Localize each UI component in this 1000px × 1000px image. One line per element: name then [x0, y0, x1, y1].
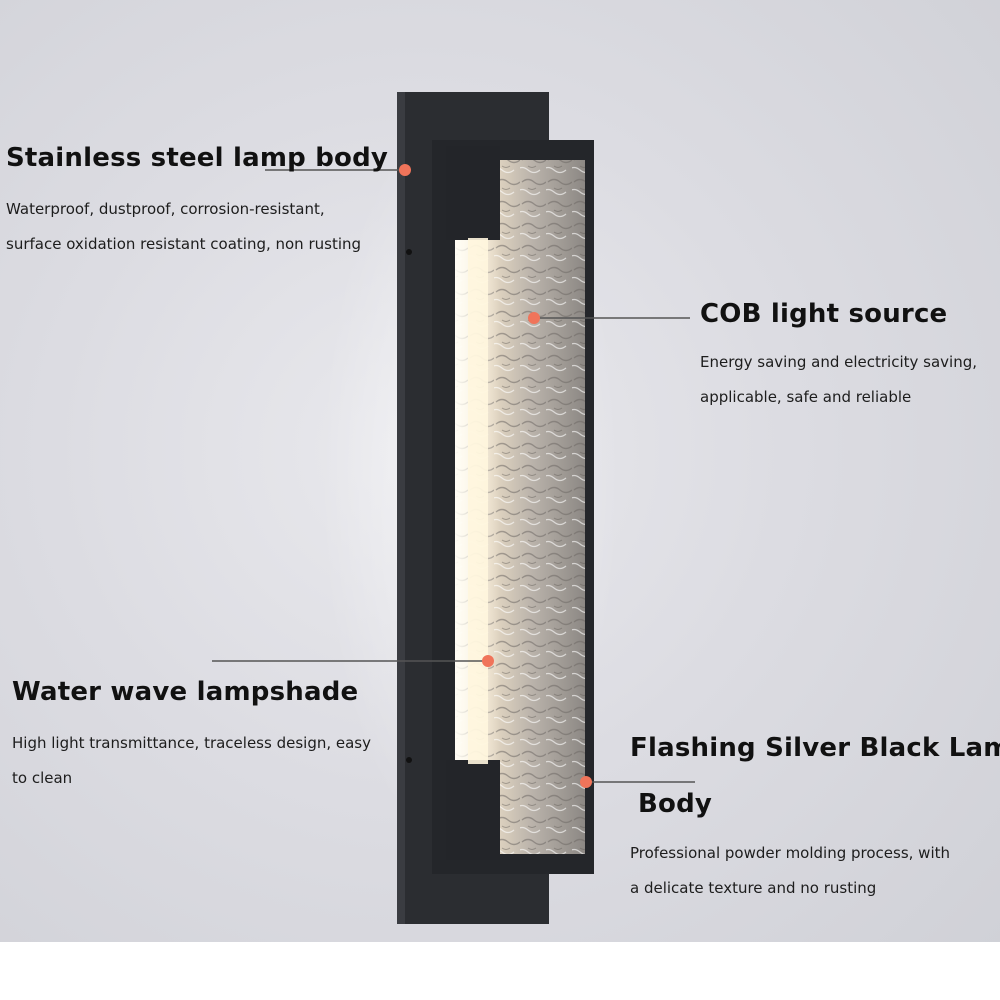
- light-source-title: COB light source: [700, 299, 948, 329]
- marker-dot-lampshade: [482, 655, 494, 667]
- marker-dot-lamp-body: [399, 164, 411, 176]
- bottom-white-strip: [0, 942, 1000, 1000]
- marker-dots: [399, 164, 592, 788]
- lampshade-line-1: High light transmittance, traceless desi…: [12, 734, 371, 752]
- light-source-line-1: Energy saving and electricity saving,: [700, 353, 977, 371]
- lampshade-description: High light transmittance, traceless desi…: [12, 726, 371, 796]
- lamp-body-title: Stainless steel lamp body: [6, 143, 389, 173]
- finish-description: Professional powder molding process, wit…: [630, 836, 950, 906]
- top-cap: [446, 146, 500, 240]
- lamp-body-description: Waterproof, dustproof, corrosion-resista…: [6, 192, 361, 262]
- leader-lines: [212, 169, 695, 783]
- finish-title-line-1: Flashing Silver Black Lamp: [630, 733, 1000, 763]
- lamp-body-line-2: surface oxidation resistant coating, non…: [6, 235, 362, 253]
- lampshade-line-2: to clean: [12, 769, 73, 787]
- finish-line-2: a delicate texture and no rusting: [630, 879, 877, 897]
- light-source-line-2: applicable, safe and reliable: [700, 388, 912, 406]
- finish-line-1: Professional powder molding process, wit…: [630, 844, 951, 862]
- marker-dot-light-source: [528, 312, 540, 324]
- marker-dot-finish: [580, 776, 592, 788]
- finish-title-line-2: Body: [638, 789, 713, 819]
- lampshade-title: Water wave lampshade: [12, 677, 359, 707]
- bottom-cap: [446, 760, 500, 860]
- light-source-description: Energy saving and electricity saving, ap…: [700, 345, 977, 415]
- lamp-body-line-1: Waterproof, dustproof, corrosion-resista…: [6, 200, 325, 218]
